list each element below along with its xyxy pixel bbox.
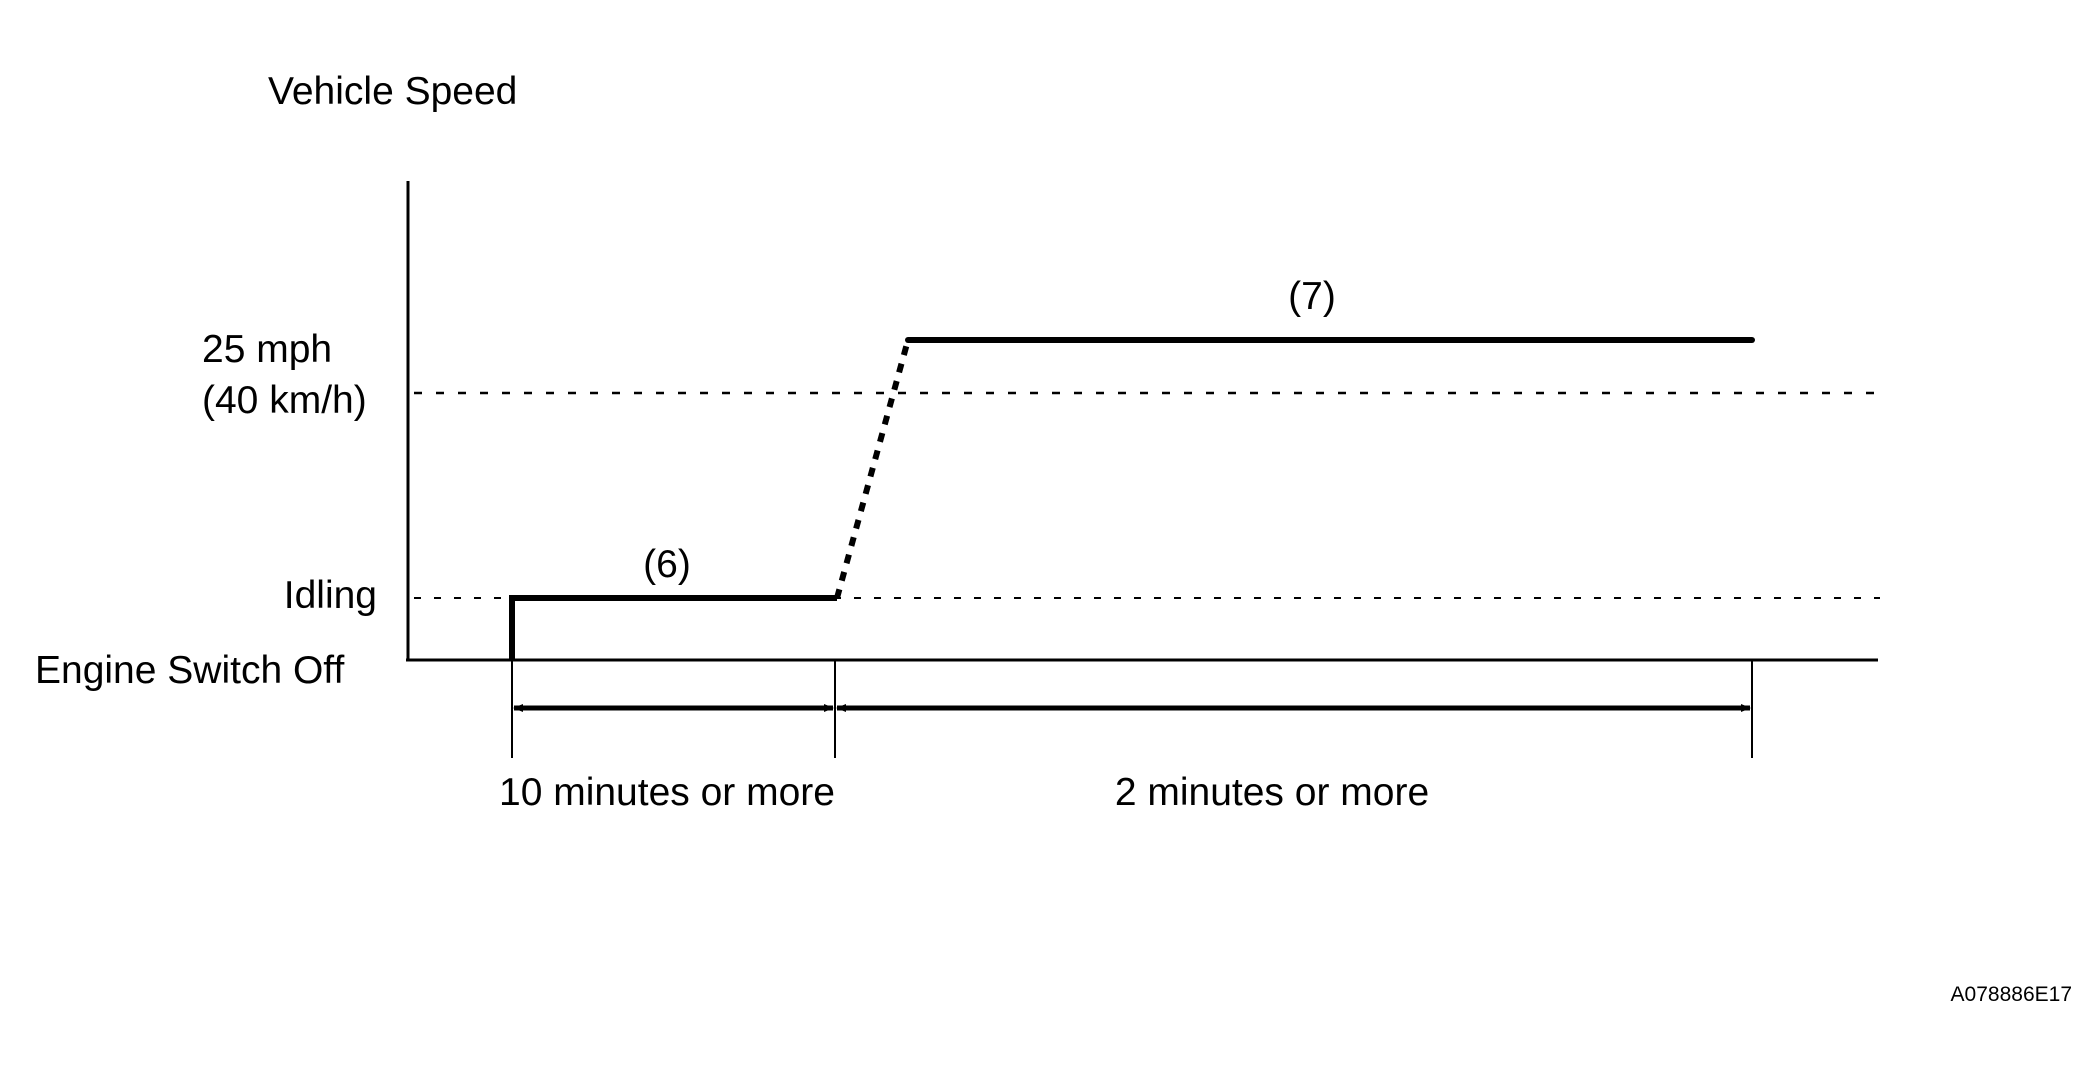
idling-level-label: Idling: [284, 574, 377, 617]
first-duration-label: 10 minutes or more: [499, 771, 835, 814]
figure-code: A078886E17: [1951, 983, 2072, 1006]
phase-6-label: (6): [643, 543, 691, 586]
idling-profile-line: [509, 595, 837, 660]
y-axis-title: Vehicle Speed: [268, 70, 517, 113]
second-duration-label: 2 minutes or more: [1115, 771, 1429, 814]
acceleration-dotted-line: [834, 339, 911, 599]
speed-level-metric-label: (40 km/h): [202, 379, 367, 422]
engine-off-level-label: Engine Switch Off: [35, 649, 344, 692]
phase-7-label: (7): [1288, 275, 1336, 318]
speed-level-label: 25 mph: [202, 328, 332, 371]
